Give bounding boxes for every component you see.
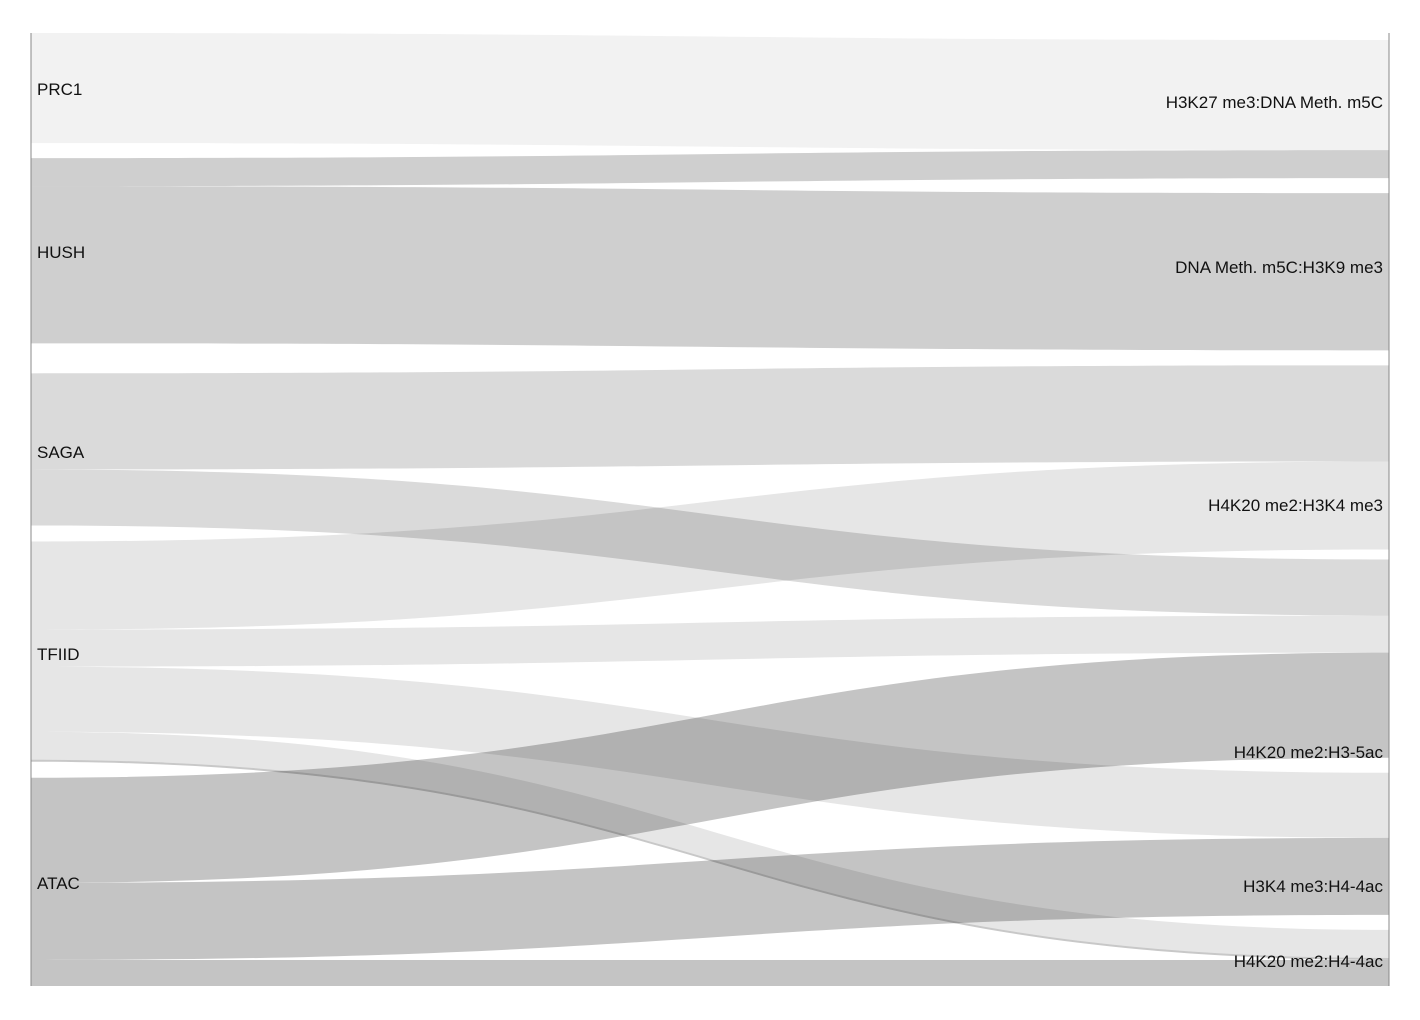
link-saga-to-t_h4k20_h3k4 [31,365,1389,470]
link-hush-to-t_h3k27 [31,150,1389,187]
link-atac-to-t_h4k20_h44ac [31,959,1389,986]
link-tfiid-to-t_h4k20_h44ac [31,731,1389,958]
links-layer [31,33,1389,986]
node-label-h4k20-h35ac: H4K20 me2:H3-5ac [1234,743,1384,762]
link-tfiid-to-t_h4k20_h35ac [31,615,1389,667]
labels-layer: PRC1 HUSH SAGA TFIID ATAC H3K27 me3:DNA … [37,80,1383,971]
node-label-h4k20-h3k4: H4K20 me2:H3K4 me3 [1208,496,1383,515]
node-label-dnameth-h3k9: DNA Meth. m5C:H3K9 me3 [1175,258,1383,277]
node-label-hush: HUSH [37,243,85,262]
nodes-layer [30,33,1390,986]
link-tfiid-to-t_h4k20_h44ac [31,759,1389,960]
node-label-h4k20-h44ac: H4K20 me2:H4-4ac [1234,952,1384,971]
link-atac-to-t_h3k4_h44ac [31,837,1389,960]
link-tfiid-to-t_h4k20_h3k4 [31,461,1389,630]
node-label-tfiid: TFIID [37,645,80,664]
node-label-saga: SAGA [37,443,85,462]
node-label-h3k27-dnameth: H3K27 me3:DNA Meth. m5C [1166,93,1383,112]
link-atac-to-t_h4k20_h35ac [31,652,1389,883]
link-prc1-to-t_h3k27 [31,33,1389,151]
node-label-prc1: PRC1 [37,80,82,99]
node-label-atac: ATAC [37,874,80,893]
node-label-h3k4-h44ac: H3K4 me3:H4-4ac [1243,877,1383,896]
link-hush-to-t_dnameth [31,186,1389,351]
